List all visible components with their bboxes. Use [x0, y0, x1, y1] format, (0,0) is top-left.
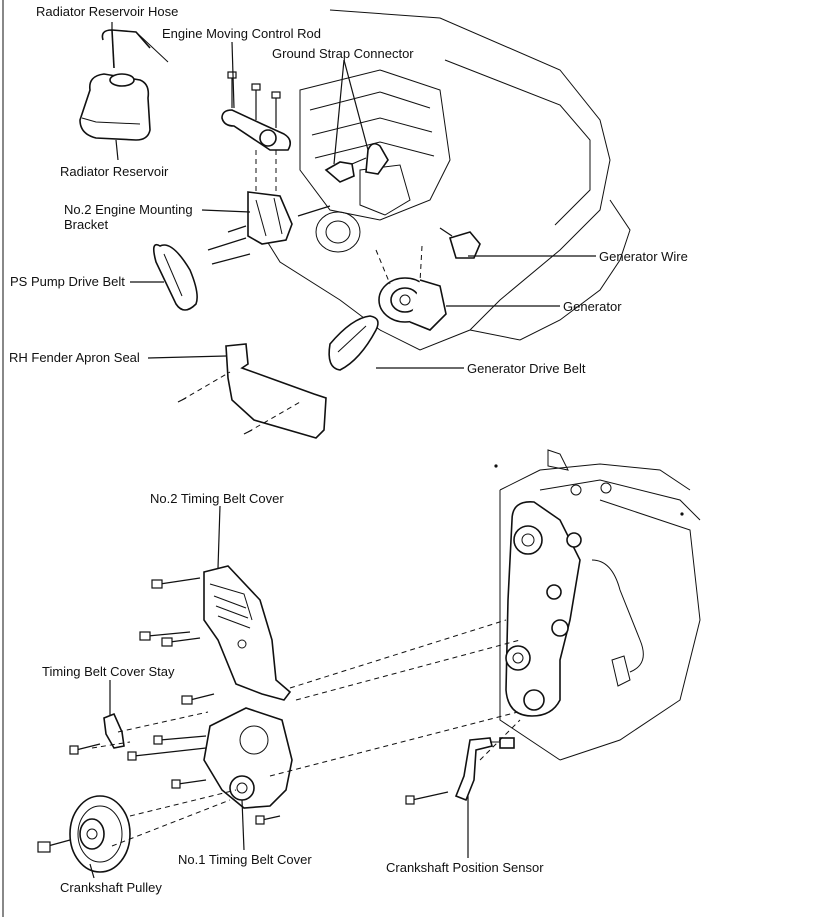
lower-leader-lines [89, 505, 469, 879]
label-generator-wire: Generator Wire [599, 249, 688, 264]
upper-leader-lines [111, 22, 596, 369]
label-radiator-reservoir-hose: Radiator Reservoir Hose [36, 4, 178, 19]
upper-engine-bay-illustration [79, 9, 631, 439]
label-no2-engine-mounting-bracket-line1: No.2 Engine Mounting [64, 202, 193, 217]
label-engine-moving-control-rod: Engine Moving Control Rod [162, 26, 321, 41]
label-timing-belt-cover-stay: Timing Belt Cover Stay [42, 664, 175, 679]
label-crankshaft-position-sensor: Crankshaft Position Sensor [386, 860, 544, 875]
label-generator-drive-belt: Generator Drive Belt [467, 361, 586, 376]
label-radiator-reservoir: Radiator Reservoir [60, 164, 169, 179]
lower-timing-illustration [37, 449, 701, 873]
label-generator: Generator [563, 299, 622, 314]
label-crankshaft-pulley: Crankshaft Pulley [60, 880, 162, 895]
label-ps-pump-drive-belt: PS Pump Drive Belt [10, 274, 125, 289]
label-no1-timing-belt-cover: No.1 Timing Belt Cover [178, 852, 312, 867]
label-ground-strap-connector: Ground Strap Connector [272, 46, 414, 61]
label-no2-timing-belt-cover: No.2 Timing Belt Cover [150, 491, 284, 506]
label-no2-engine-mounting-bracket-line2: Bracket [64, 217, 108, 232]
label-rh-fender-apron-seal: RH Fender Apron Seal [9, 350, 140, 365]
